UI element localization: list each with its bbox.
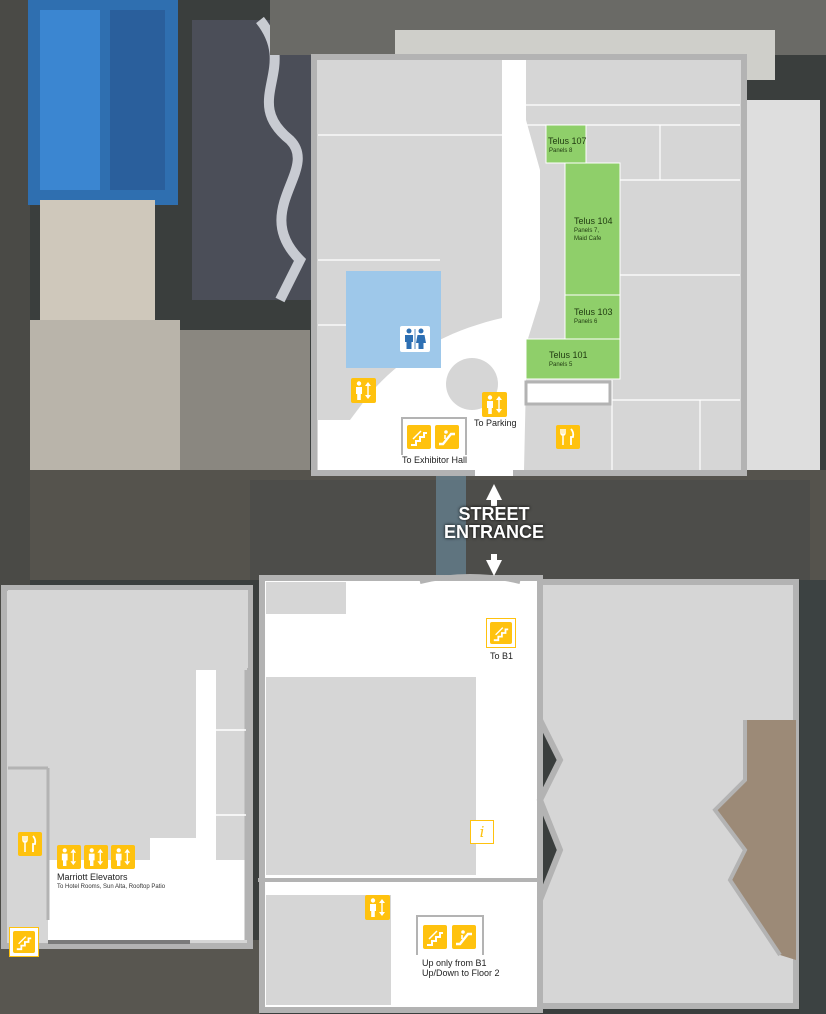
- room-telus-107-name: Telus 107: [548, 136, 587, 146]
- to-b1-label: To B1: [490, 651, 514, 661]
- street-entrance-line2: ENTRANCE: [443, 522, 544, 542]
- room-telus-104-sub2: Maid Cafe: [574, 236, 602, 242]
- lower-left-stairs: [9, 927, 39, 957]
- room-telus-107-sub: Panels 8: [549, 148, 573, 154]
- restroom-icon: [400, 326, 430, 352]
- room-telus-103-name: Telus 103: [574, 307, 613, 317]
- marriott-elevators-label: Marriott Elevators: [57, 872, 128, 882]
- room-telus-101-sub: Panels 5: [549, 362, 573, 368]
- marriott-elevators-sub: To Hotel Rooms, Sun Alta, Rooftop Patio: [57, 884, 166, 890]
- floor2-access: [416, 915, 484, 955]
- upper-building: [311, 54, 747, 476]
- lower-left-building: [1, 585, 253, 949]
- stairs-icon: [423, 925, 447, 949]
- food-icon: [18, 832, 42, 856]
- street-entrance-arrows: [486, 484, 502, 576]
- stairs-icon: [407, 425, 431, 449]
- lower-right-building: [536, 579, 799, 1009]
- to-parking-label: To Parking: [474, 418, 517, 428]
- elevator-icon: [365, 895, 390, 920]
- elevator-icon: [111, 845, 135, 869]
- arrow-down-icon: [486, 554, 502, 576]
- street-walkway: [436, 476, 466, 576]
- lower-middle-building: [258, 574, 543, 1013]
- food-icon: [556, 425, 580, 449]
- room-telus-103-sub: Panels 6: [574, 319, 598, 325]
- up-down-label: Up/Down to Floor 2: [422, 968, 500, 978]
- restroom-area: [346, 271, 441, 368]
- exhibitor-hall-access: [401, 417, 467, 455]
- stairs-icon: [13, 931, 35, 953]
- info-icon: i: [470, 820, 494, 844]
- stairs-icon: [490, 622, 512, 644]
- street-entrance-label: STREET ENTRANCE: [436, 505, 552, 541]
- to-exhibitor-hall-label: To Exhibitor Hall: [402, 455, 468, 465]
- arrow-up-icon: [486, 484, 502, 506]
- escalator-icon: [452, 925, 476, 949]
- room-telus-104-name: Telus 104: [574, 216, 613, 226]
- escalator-icon: [435, 425, 459, 449]
- elevator-icon: [57, 845, 81, 869]
- elevator-icon: [84, 845, 108, 869]
- elevator-icon: [482, 392, 507, 417]
- room-telus-101-name: Telus 101: [549, 350, 588, 360]
- elevator-icon: [351, 378, 376, 403]
- up-only-label: Up only from B1: [422, 958, 487, 968]
- street-entrance-line1: STREET: [458, 504, 530, 524]
- room-telus-104-sub: Panels 7,: [574, 228, 600, 234]
- to-b1-stairs: [486, 618, 516, 648]
